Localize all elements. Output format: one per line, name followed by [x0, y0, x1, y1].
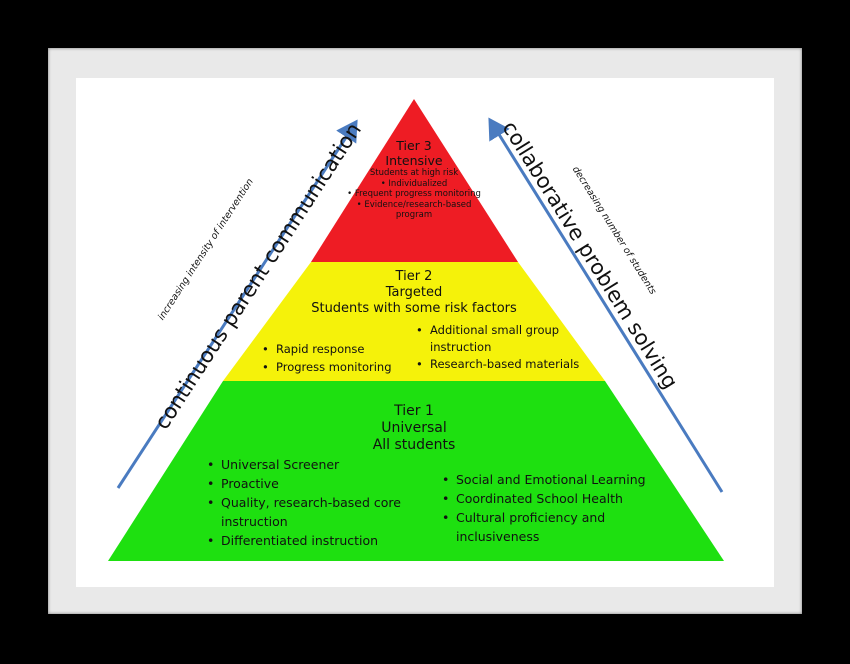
tier1-bullet: Differentiated instruction: [203, 531, 418, 550]
tier1-audience: All students: [372, 437, 456, 453]
tier1-bullet: Social and Emotional Learning: [438, 470, 678, 489]
tier2-bullet: Progress monitoring: [258, 358, 408, 376]
right-upward-arrow: [488, 117, 724, 493]
tier1-left-bullets: Universal Screener Proactive Quality, re…: [203, 455, 418, 550]
tier1-bullet: Quality, research-based core instruction: [203, 493, 418, 531]
tier1-heading: Tier 1 Universal All students: [300, 403, 528, 454]
tier3-bullets: • Individualized • Frequent progress mon…: [340, 179, 488, 221]
tier3-text: Tier 3 Intensive Students at high risk •…: [340, 138, 488, 221]
tier1-right-bullets: Social and Emotional Learning Coordinate…: [438, 470, 678, 546]
tier1-bullet: Universal Screener: [203, 455, 418, 474]
tier1-bullet: Proactive: [203, 474, 418, 493]
tier2-audience: Students with some risk factors: [311, 301, 517, 316]
tier3-bullet: • Frequent progress monitoring: [347, 189, 481, 199]
tier2-subtitle: Targeted: [385, 285, 443, 300]
tier3-band: [311, 99, 518, 262]
tier3-subtitle: Intensive: [385, 153, 443, 168]
tier1-bullet: Coordinated School Health: [438, 489, 678, 508]
tier2-bullet: Research-based materials: [412, 356, 592, 373]
tier2-left-bullets: Rapid response Progress monitoring: [258, 340, 408, 376]
tier3-audience: Students at high risk: [369, 168, 459, 178]
tier2-bullet: Additional small group instruction: [412, 322, 592, 356]
tier3-bullet: • Individualized: [380, 178, 448, 189]
tier3-title: Tier 3: [396, 138, 432, 153]
tier1-subtitle: Universal: [381, 420, 447, 436]
tier3-bullet: • Evidence/research-based program: [356, 199, 472, 221]
tier2-right-bullets: Additional small group instruction Resea…: [412, 322, 592, 373]
left-upward-arrow: [116, 119, 358, 489]
tier1-title: Tier 1: [394, 403, 434, 419]
tier2-title: Tier 2: [395, 269, 433, 284]
tier2-heading: Tier 2 Targeted Students with some risk …: [280, 269, 548, 317]
tier2-bullet: Rapid response: [258, 340, 408, 358]
tier1-bullet: Cultural proficiency and inclusiveness: [438, 508, 678, 546]
